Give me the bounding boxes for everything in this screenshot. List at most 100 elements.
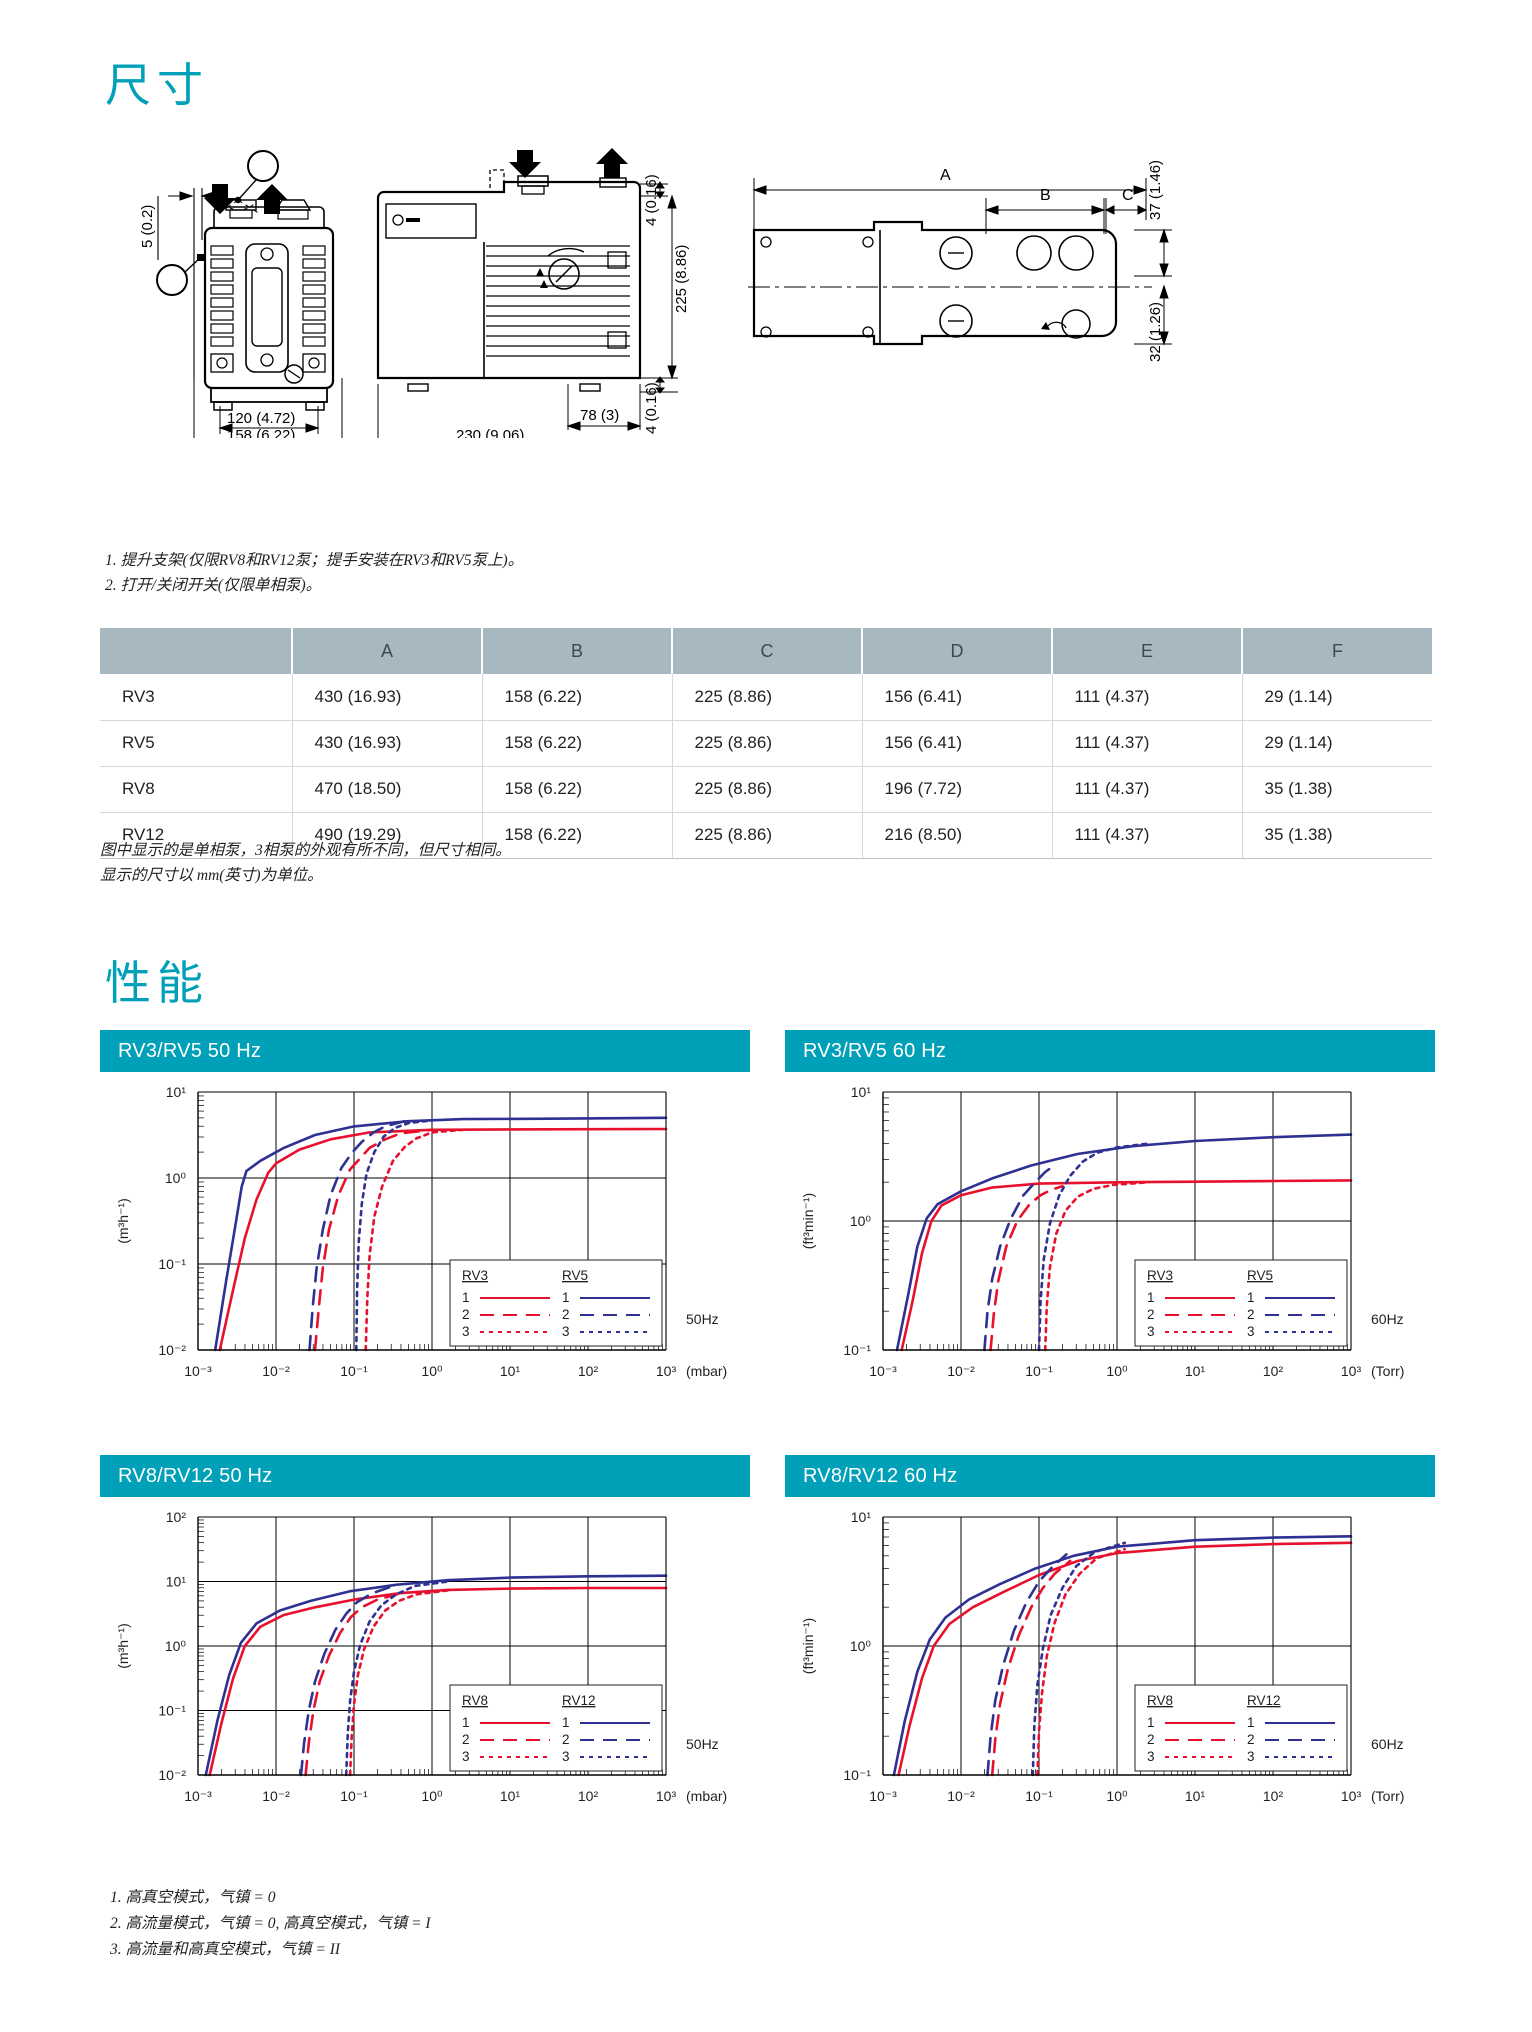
- col-header-c: C: [672, 628, 863, 674]
- chart-series: [299, 1584, 395, 1777]
- chart-series: [1031, 1541, 1127, 1777]
- legend-mode-label: 3: [462, 1324, 470, 1339]
- y-tick-label: 10¹: [851, 1084, 872, 1100]
- y-tick-label: 10⁰: [850, 1638, 872, 1654]
- legend-group-label: RV5: [1247, 1268, 1273, 1283]
- legend-mode-label: 1: [462, 1715, 470, 1730]
- table-row: RV8 470 (18.50) 158 (6.22) 225 (8.86) 19…: [100, 766, 1432, 813]
- chart-title-0: RV3/RV5 50 Hz: [100, 1030, 750, 1072]
- x-tick-label: 10³: [656, 1788, 677, 1804]
- legend-mode-label: 1: [562, 1290, 570, 1305]
- legend-mode-label: 2: [562, 1307, 570, 1322]
- drawing-note-1: 1. 提升支架(仅限RV8和RV12泵；提手安装在RV3和RV5泵上)。: [105, 552, 524, 569]
- x-tick-label: 10⁻³: [184, 1788, 212, 1804]
- cell-d: 196 (7.72): [862, 766, 1053, 813]
- drawing-note-2: 2. 打开/关闭开关(仅限单相泵)。: [105, 577, 322, 595]
- cell-c: 225 (8.86): [672, 812, 863, 859]
- cell-a: 430 (16.93): [292, 720, 483, 767]
- legend-group-label: RV8: [462, 1693, 488, 1708]
- legend-mode-label: 1: [1147, 1290, 1155, 1305]
- y-tick-label: 10⁻¹: [843, 1342, 871, 1358]
- chart-title-2: RV8/RV12 50 Hz: [100, 1455, 750, 1497]
- frequency-label: 60Hz: [1371, 1736, 1404, 1752]
- dim-225: 225 (8.86): [673, 245, 690, 313]
- y-tick-label: 10⁻¹: [158, 1256, 186, 1272]
- dim-4-bottom: 4 (0.16): [643, 382, 660, 434]
- legend-group-label: RV8: [1147, 1693, 1173, 1708]
- dim-4-top: 4 (0.16): [643, 174, 660, 226]
- table-row: RV12 490 (19.29) 158 (6.22) 225 (8.86) 2…: [100, 812, 1432, 859]
- legend-mode-label: 2: [462, 1307, 470, 1322]
- x-axis-label: (mbar): [686, 1363, 727, 1379]
- callout-1-circle: [247, 150, 279, 182]
- cell-f: 35 (1.38): [1242, 766, 1432, 813]
- x-axis-label: (Torr): [1371, 1363, 1404, 1379]
- cell-b: 158 (6.22): [482, 674, 673, 721]
- performance-notes: 1. 高真空模式，气镇 = 0 2. 高流量模式，气镇 = 0, 高真空模式，气…: [110, 1885, 1010, 1963]
- chart-series: [213, 1116, 668, 1352]
- x-tick-label: 10²: [1263, 1788, 1284, 1804]
- y-tick-label: 10⁻²: [158, 1342, 186, 1358]
- chart-series: [895, 1133, 1353, 1352]
- x-tick-label: 10⁰: [1106, 1363, 1128, 1379]
- chart-series: [892, 1535, 1353, 1777]
- cell-d: 156 (6.41): [862, 720, 1053, 767]
- page-title-performance: 性能: [105, 956, 209, 1010]
- table-header-row: A B C D E F: [100, 628, 1432, 674]
- y-axis-label: (m³h⁻¹): [115, 1198, 131, 1244]
- y-tick-label: 10¹: [166, 1574, 187, 1590]
- chart-series: [1043, 1181, 1150, 1352]
- legend-group-label: RV5: [562, 1268, 588, 1283]
- x-axis-label: (Torr): [1371, 1788, 1404, 1804]
- cell-c: 225 (8.86): [672, 766, 863, 813]
- y-axis-label: (m³h⁻¹): [115, 1623, 131, 1669]
- chart-series: [1036, 1548, 1127, 1777]
- dimensions-table: A B C D E F RV3 430 (16.93) 158 (6.22) 2…: [100, 628, 1432, 859]
- x-tick-label: 10⁻¹: [340, 1363, 368, 1379]
- col-header-model: [100, 628, 293, 674]
- x-tick-label: 10⁻¹: [1025, 1363, 1053, 1379]
- x-tick-label: 10⁻¹: [1025, 1788, 1053, 1804]
- dim-78: 78 (3): [580, 407, 619, 424]
- x-tick-label: 10³: [1341, 1363, 1362, 1379]
- legend-mode-label: 1: [1247, 1715, 1255, 1730]
- pump-drawing-svg: 5 (0.2): [139, 148, 1172, 438]
- y-tick-label: 10²: [166, 1509, 187, 1525]
- chart-series: [897, 1541, 1353, 1777]
- dim-5-02: 5 (0.2): [139, 205, 156, 248]
- legend-mode-label: 2: [562, 1732, 570, 1747]
- chart-series: [990, 1559, 1072, 1777]
- cell-f: 35 (1.38): [1242, 812, 1432, 859]
- legend-mode-label: 1: [462, 1290, 470, 1305]
- y-axis-label: (ft³min⁻¹): [800, 1193, 816, 1249]
- chart-series: [900, 1179, 1353, 1352]
- legend-mode-label: 3: [1147, 1324, 1155, 1339]
- x-tick-label: 10⁰: [421, 1788, 443, 1804]
- chart-series: [344, 1580, 449, 1777]
- chart-series: [308, 1119, 406, 1352]
- legend-mode-label: 3: [1147, 1749, 1155, 1764]
- drawing-notes: 1. 提升支架(仅限RV8和RV12泵；提手安装在RV3和RV5泵上)。 2. …: [105, 548, 1005, 598]
- dim-C: C: [1122, 187, 1134, 204]
- legend-mode-label: 2: [462, 1732, 470, 1747]
- col-header-b: B: [482, 628, 673, 674]
- legend-mode-label: 2: [1247, 1307, 1255, 1322]
- dim-158: 158 (6.22): [227, 427, 295, 438]
- x-tick-label: 10⁻³: [184, 1363, 212, 1379]
- legend-group-label: RV12: [1247, 1693, 1281, 1708]
- dim-32: 32 (1.26): [1147, 302, 1164, 362]
- legend-mode-label: 3: [462, 1749, 470, 1764]
- chart-series: [355, 1119, 434, 1352]
- legend-group-label: RV3: [462, 1268, 488, 1283]
- legend-mode-label: 2: [1147, 1732, 1155, 1747]
- legend-mode-label: 1: [1247, 1290, 1255, 1305]
- dim-A: A: [940, 167, 951, 184]
- chart-series: [208, 1586, 668, 1777]
- legend-mode-label: 2: [1147, 1307, 1155, 1322]
- technical-drawing: 5 (0.2): [128, 148, 1428, 438]
